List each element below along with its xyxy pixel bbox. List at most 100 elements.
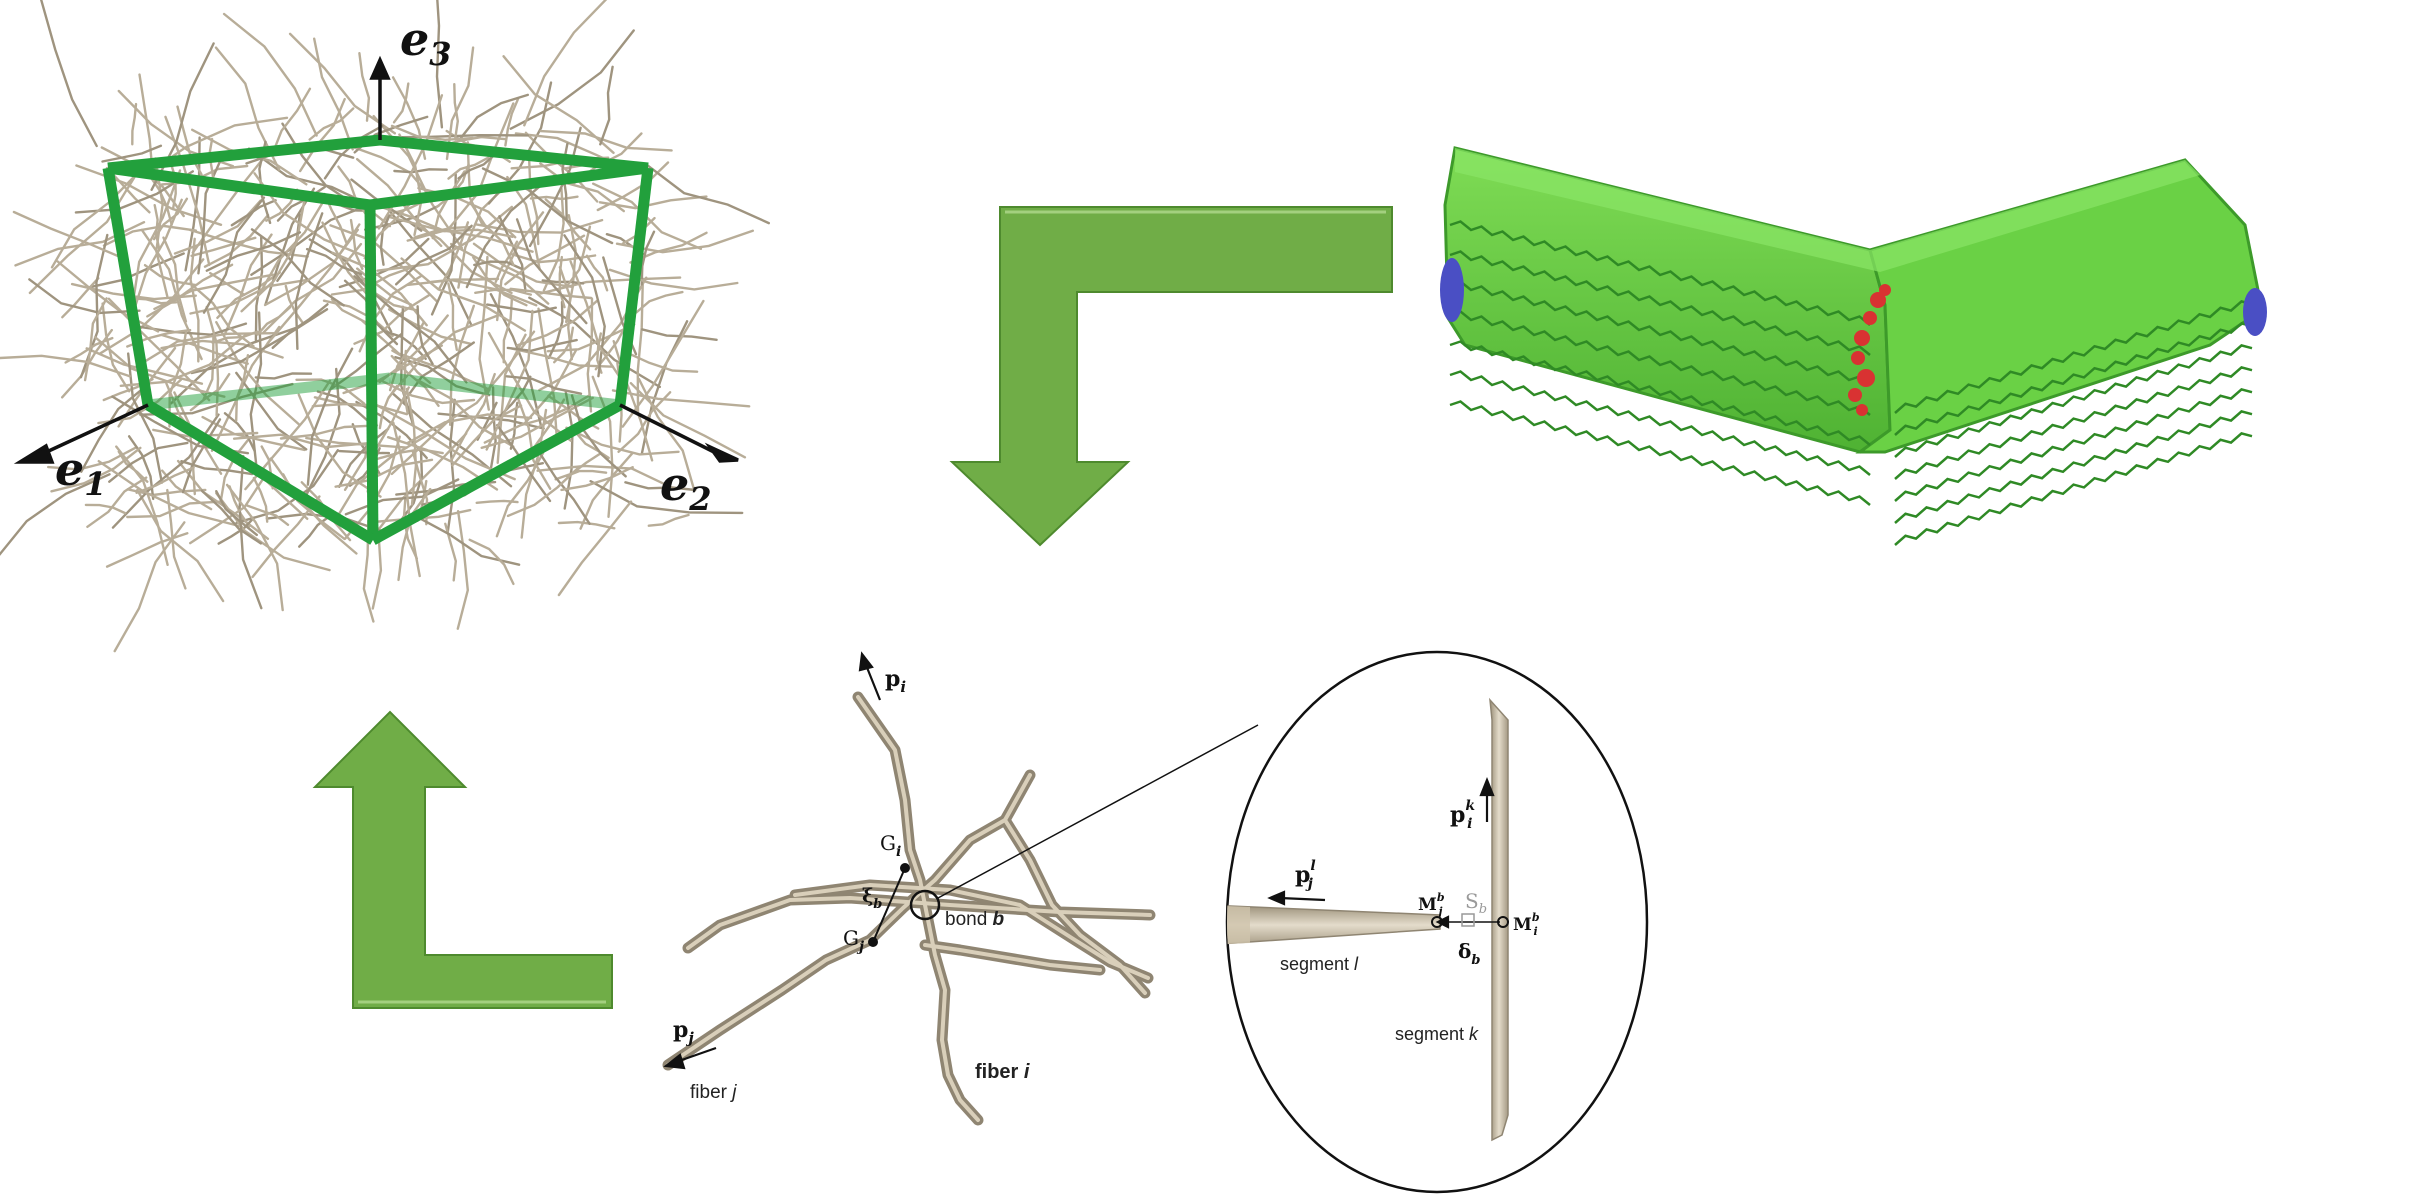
fiber-strand <box>153 273 275 311</box>
fiber-strand <box>238 455 263 610</box>
fiber-strand <box>305 247 363 276</box>
fiber-strand <box>468 538 515 586</box>
fiber-strand <box>456 510 470 630</box>
fiber-strand <box>547 300 564 360</box>
fiber-strand <box>558 255 566 309</box>
pi-arrow <box>864 664 882 701</box>
fiber-strand <box>299 97 346 173</box>
fiber-strand <box>457 153 496 180</box>
bundle-end-blue <box>1440 258 2267 336</box>
fiber-network-cube: e3 e1 e2 <box>0 0 770 653</box>
fiber-strand <box>50 446 142 493</box>
fiber-strand <box>83 297 108 382</box>
fiber-strand <box>506 338 578 353</box>
fiber-strand <box>376 448 444 461</box>
fiber-strand <box>373 402 516 481</box>
fiber-strand <box>181 418 222 494</box>
fiber-strand <box>372 432 468 538</box>
fiber-strand <box>546 323 636 353</box>
fiber-strand <box>28 175 136 295</box>
fiber-strand <box>458 93 529 141</box>
fiber-strand <box>389 216 534 253</box>
fiber-strand <box>402 495 418 560</box>
centroid-Gi <box>900 863 910 873</box>
fiber-strand <box>101 144 163 163</box>
fiber-strand <box>509 401 519 450</box>
point-M-i-b <box>1497 916 1509 928</box>
axis-e1-arrowhead <box>13 443 55 464</box>
fiber-strand <box>93 335 226 398</box>
fiber-strand <box>515 218 588 325</box>
fiber-strand <box>395 224 473 286</box>
fiber-strand <box>262 242 363 334</box>
fiber-strand <box>358 52 371 122</box>
fiber-bond-diagram: pi Gi ξb Gj bond b pj fiber j fiber i <box>662 651 1259 1126</box>
bundle-bond-red <box>1848 284 1891 416</box>
fiber-strand <box>539 129 673 152</box>
bundle-fiber-line <box>1449 370 1871 476</box>
fiber-strand <box>200 489 262 545</box>
fiber-strand <box>509 29 635 130</box>
fiber-strand <box>485 309 534 451</box>
fiber-strand <box>504 97 520 147</box>
fiber-strand <box>160 333 249 365</box>
bond-marker <box>909 889 941 921</box>
fiber-strand <box>349 218 364 271</box>
fiber-strand <box>570 394 627 478</box>
fiber-strand <box>64 336 114 364</box>
fiber-strand <box>252 476 269 523</box>
box-edge <box>614 167 654 406</box>
fiber-strand <box>223 412 257 453</box>
fiber-strand <box>509 287 593 300</box>
fiber-strand <box>594 324 628 371</box>
fiber-strand <box>516 395 552 490</box>
centroid-Gj <box>868 937 878 947</box>
fiber-strand <box>465 181 546 289</box>
fiber-strand <box>635 290 684 314</box>
fiber-strand <box>143 264 197 287</box>
box-edge <box>389 372 621 411</box>
axis-label-e3: e3 <box>400 12 452 73</box>
fiber-strand <box>384 330 427 360</box>
bundle-fiber-line <box>1894 366 2253 480</box>
fiber-strand <box>544 198 592 251</box>
fiber-strand <box>429 277 500 284</box>
fiber-strand <box>304 367 341 499</box>
fiber-strand <box>232 433 374 449</box>
fiber-strand <box>86 476 148 528</box>
fiber-strand <box>598 195 708 210</box>
fiber-strand <box>516 299 599 347</box>
fiber-strand <box>392 82 410 124</box>
fiber-strand <box>288 32 396 135</box>
fiber-strand <box>625 351 699 373</box>
fiber-strand <box>279 424 379 440</box>
fiber-strand <box>234 354 250 422</box>
fiber-strand <box>647 513 690 527</box>
fiber-strand <box>416 305 434 366</box>
fiber-strand <box>202 196 266 314</box>
fiber-strand <box>271 303 329 349</box>
fiber-strand <box>617 391 672 453</box>
fiber-strand <box>338 427 390 488</box>
fiber-strand <box>397 487 432 582</box>
fiber-strand <box>393 168 448 174</box>
fiber-strand <box>361 319 491 391</box>
fiber-strand <box>565 426 680 456</box>
fiber-strand <box>472 256 528 307</box>
coordinate-axes <box>13 55 739 464</box>
fiber-strand <box>569 260 626 385</box>
fiber-strand <box>506 466 580 518</box>
fiber-strand <box>108 441 189 483</box>
fiber-strand <box>528 126 582 248</box>
fiber-strand <box>557 520 616 530</box>
fiber-strand <box>61 277 100 319</box>
fiber-strand <box>98 258 205 355</box>
fiber-strand <box>553 326 575 364</box>
box-edge <box>107 134 381 174</box>
fiber-strand <box>133 332 279 369</box>
segment-l <box>1227 904 1441 946</box>
fiber-strand <box>498 215 527 293</box>
fiber-strand <box>254 236 264 342</box>
fiber-strand <box>311 402 409 416</box>
